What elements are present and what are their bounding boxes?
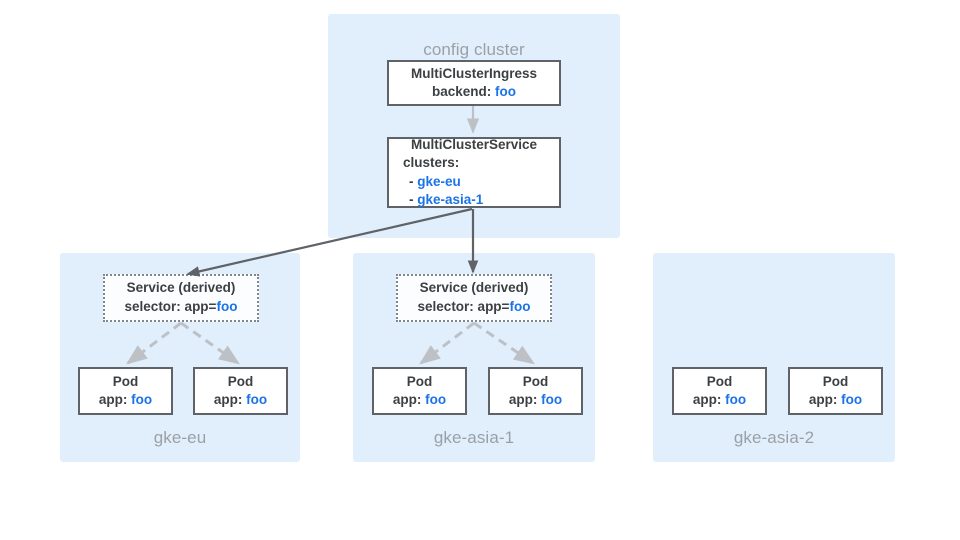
derived-service-title: Service (derived) xyxy=(419,280,529,296)
node-pod[interactable]: Pod app: foo xyxy=(488,367,583,415)
cluster-name: gke-eu xyxy=(417,173,461,189)
pod-title: Pod xyxy=(406,373,433,389)
pod-title: Pod xyxy=(706,373,733,389)
pod-app: app: foo xyxy=(214,391,267,409)
node-multiclusteringress-title: MultiClusterIngress xyxy=(410,65,538,81)
backend-value: foo xyxy=(495,84,517,99)
pod-title: Pod xyxy=(227,373,254,389)
node-multiclusterservice-clusters-key: clusters: xyxy=(403,155,460,171)
cluster-name: gke-asia-1 xyxy=(417,191,484,207)
pod-app-value: foo xyxy=(425,392,447,407)
derived-service-title: Service (derived) xyxy=(126,280,236,296)
node-multiclusterservice[interactable]: MultiClusterService clusters: - gke-eu -… xyxy=(387,137,561,208)
pod-app-key: app: xyxy=(213,392,247,407)
pod-app-key: app: xyxy=(392,392,426,407)
node-pod[interactable]: Pod app: foo xyxy=(78,367,173,415)
derived-service-selector: selector: app=foo xyxy=(125,298,238,317)
panel-title-gke-asia-2: gke-asia-2 xyxy=(733,428,815,447)
pod-app: app: foo xyxy=(99,391,152,409)
pod-app-value: foo xyxy=(841,392,863,407)
pod-title: Pod xyxy=(112,373,139,389)
node-multiclusterservice-cluster-item: - gke-eu xyxy=(403,173,545,191)
node-pod[interactable]: Pod app: foo xyxy=(193,367,288,415)
panel-cluster-gke-asia-1: gke-asia-1 xyxy=(353,253,595,462)
pod-app-key: app: xyxy=(98,392,132,407)
pod-app-value: foo xyxy=(131,392,153,407)
list-dash: - xyxy=(409,173,418,189)
node-pod[interactable]: Pod app: foo xyxy=(372,367,467,415)
pod-app-value: foo xyxy=(541,392,563,407)
selector-key: selector: app= xyxy=(417,299,510,314)
node-pod[interactable]: Pod app: foo xyxy=(788,367,883,415)
pod-app-value: foo xyxy=(246,392,268,407)
pod-app-value: foo xyxy=(725,392,747,407)
pod-title: Pod xyxy=(522,373,549,389)
backend-key: backend: xyxy=(431,84,496,99)
pod-app: app: foo xyxy=(393,391,446,409)
node-derived-service-gke-eu[interactable]: Service (derived) selector: app=foo xyxy=(103,274,259,322)
pod-app-key: app: xyxy=(508,392,542,407)
pod-app-key: app: xyxy=(692,392,726,407)
list-dash: - xyxy=(409,191,418,207)
pod-title: Pod xyxy=(822,373,849,389)
panel-title-config-cluster: config cluster xyxy=(423,40,525,59)
derived-service-selector: selector: app=foo xyxy=(418,298,531,317)
selector-key: selector: app= xyxy=(124,299,217,314)
node-derived-service-gke-asia-1[interactable]: Service (derived) selector: app=foo xyxy=(396,274,552,322)
node-multiclusterservice-cluster-item: - gke-asia-1 xyxy=(403,191,545,209)
selector-value: foo xyxy=(509,299,531,314)
pod-app: app: foo xyxy=(809,391,862,409)
selector-value: foo xyxy=(216,299,238,314)
pod-app: app: foo xyxy=(693,391,746,409)
pod-app: app: foo xyxy=(509,391,562,409)
pod-app-key: app: xyxy=(808,392,842,407)
node-multiclusteringress[interactable]: MultiClusterIngress backend: foo xyxy=(387,60,561,106)
panel-cluster-gke-asia-2: gke-asia-2 xyxy=(653,253,895,462)
panel-title-gke-asia-1: gke-asia-1 xyxy=(433,428,515,447)
node-multiclusterservice-title: MultiClusterService xyxy=(410,137,538,153)
node-multiclusteringress-backend: backend: foo xyxy=(432,83,516,101)
panel-title-gke-eu: gke-eu xyxy=(153,428,207,447)
node-pod[interactable]: Pod app: foo xyxy=(672,367,767,415)
